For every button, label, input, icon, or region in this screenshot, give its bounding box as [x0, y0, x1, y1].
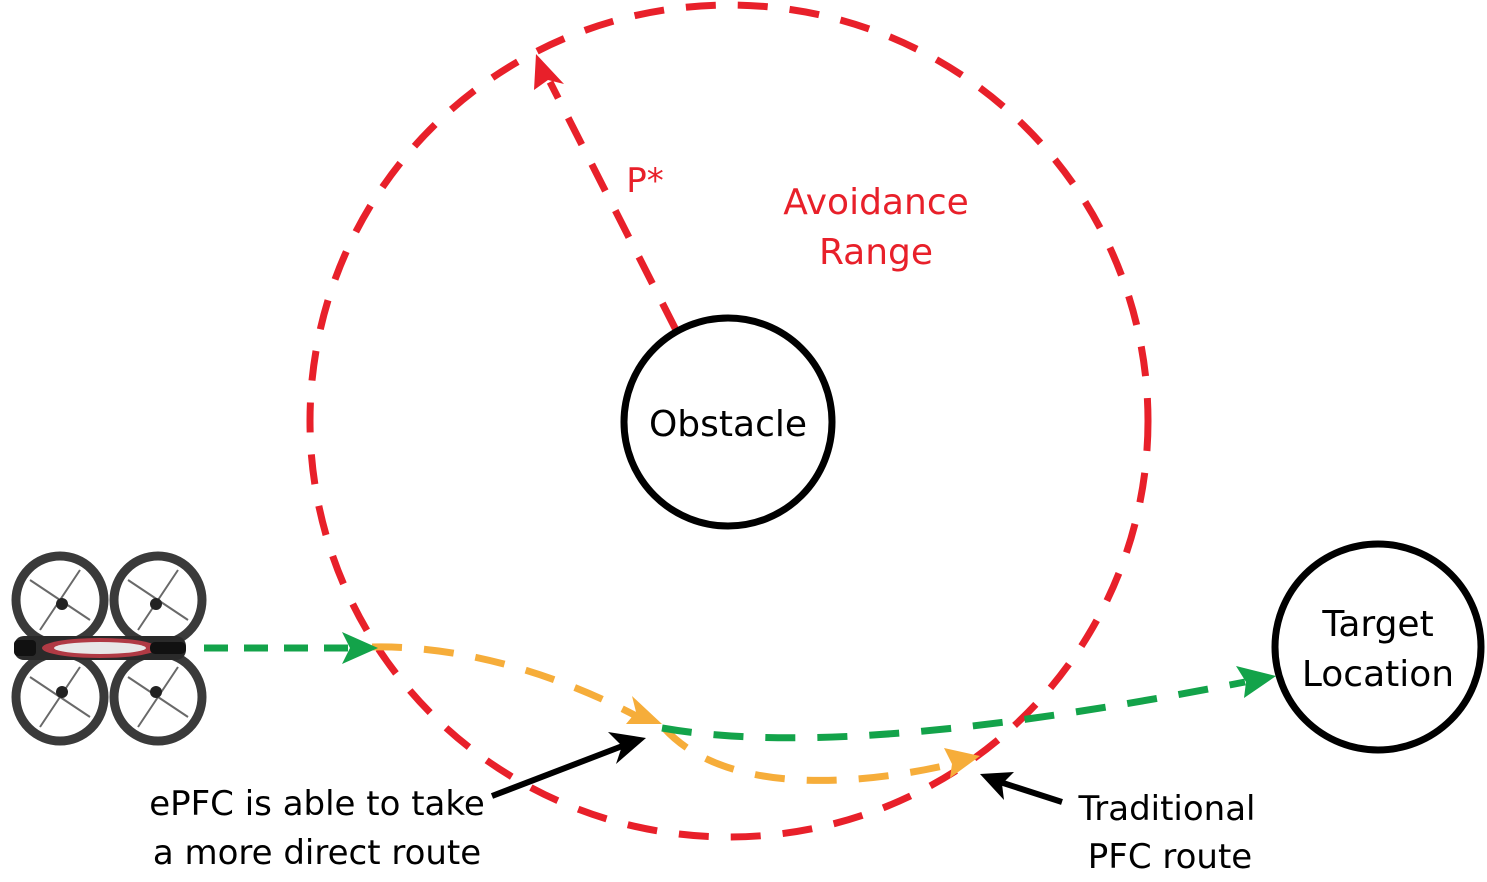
pfc-callout-line [999, 779, 1063, 805]
pfc-callout-arrowhead [980, 772, 1014, 800]
radius-arrowhead [534, 54, 564, 90]
epfc-caption-line1: ePFC is able to take [149, 784, 485, 824]
pfc-caption-line2: PFC route [1088, 837, 1252, 877]
target-label-line2: Location [1302, 654, 1454, 695]
avoidance-range-label-line2: Range [819, 232, 933, 273]
radius-label: P* [626, 161, 664, 201]
pfc-route-arrowhead-1 [626, 696, 662, 724]
avoidance-range-label-line1: Avoidance [783, 182, 969, 223]
epfc-callout-line [490, 742, 627, 799]
quadcopter-icon [11, 551, 207, 746]
epfc-caption-line2: a more direct route [153, 833, 481, 873]
pfc-route-arrowhead-2 [944, 748, 980, 778]
pfc-caption-line1: Traditional [1077, 789, 1255, 829]
epfc-route-start-arrowhead [342, 632, 378, 664]
avoidance-range-circle [306, 1, 1152, 841]
epfc-callout-arrowhead [608, 732, 646, 764]
obstacle-circle [620, 314, 836, 530]
target-label-line1: Target [1321, 604, 1433, 645]
radius-line [546, 80, 680, 332]
pfc-route-segment-1 [371, 643, 642, 722]
epfc-route-end-arrowhead [1236, 666, 1276, 698]
obstacle-label: Obstacle [649, 404, 807, 445]
epfc-route-main [661, 678, 1246, 742]
pfc-route-segment-2 [661, 725, 953, 784]
target-circle [1271, 540, 1485, 754]
